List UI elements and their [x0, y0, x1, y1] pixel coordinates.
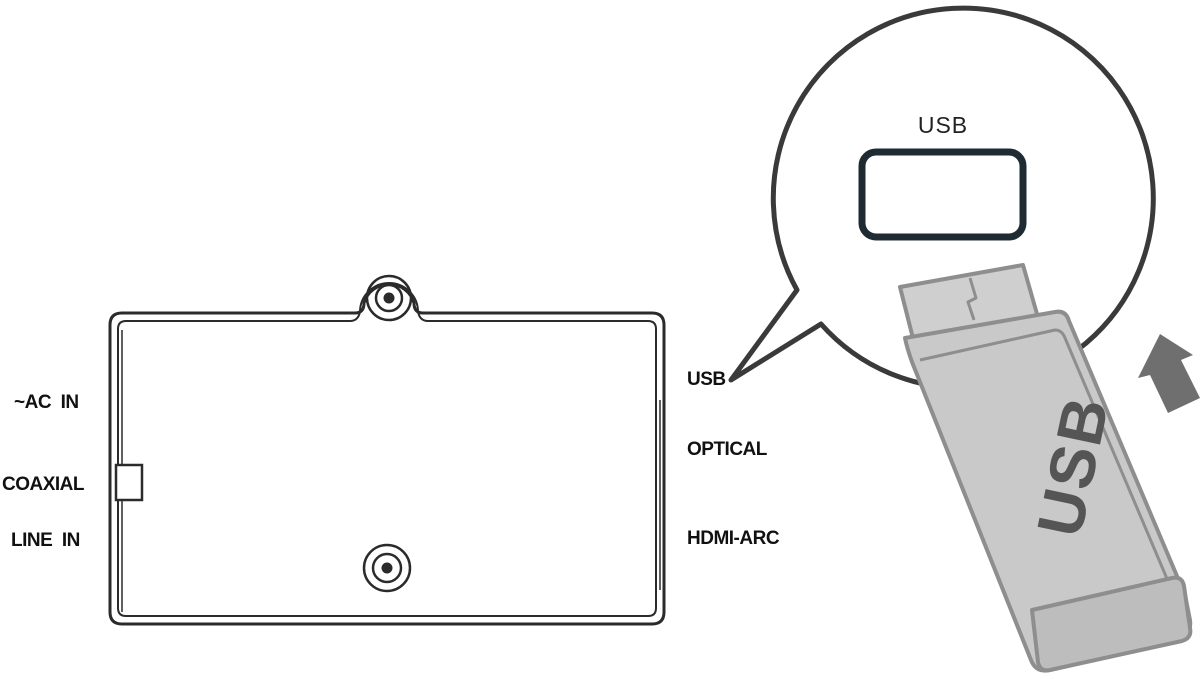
usb-stick-icon — [898, 263, 1193, 673]
usb-port-icon — [858, 148, 1027, 241]
line-in-label: LINE IN — [11, 530, 80, 551]
usb-stick-connector-notch — [966, 277, 978, 321]
usb-stick-cap — [1030, 575, 1193, 673]
device-panel — [108, 274, 666, 626]
hdmi-arc-label: HDMI-ARC — [687, 528, 780, 549]
insert-arrow-icon — [1138, 334, 1200, 413]
coaxial-jack — [114, 463, 144, 502]
callout-usb-label: USB — [917, 112, 969, 138]
usb-port-label: USB — [687, 369, 726, 390]
screw-hole-icon — [362, 543, 412, 593]
ac-in-label: ~AC IN — [14, 392, 79, 413]
device-inner-outline — [117, 282, 657, 617]
coaxial-label: COAXIAL — [2, 474, 85, 495]
screw-hole-icon — [365, 274, 413, 322]
optical-label: OPTICAL — [687, 439, 767, 460]
usb-stick-body-highlight — [919, 328, 1178, 601]
